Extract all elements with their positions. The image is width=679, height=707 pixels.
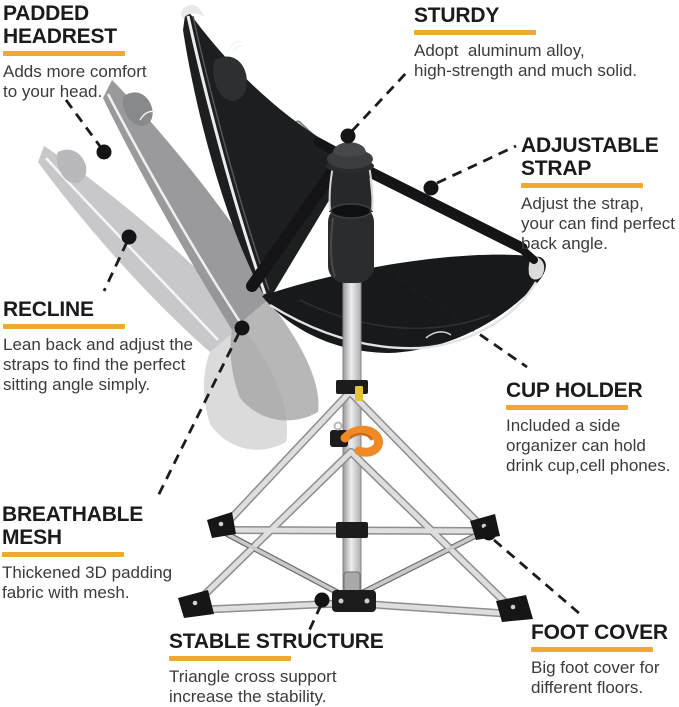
accent-underline	[3, 324, 125, 329]
hub-and-cup-holder	[326, 142, 374, 283]
callout-dots	[96, 128, 497, 608]
accent-underline	[521, 183, 643, 188]
callout-title: FOOT COVER	[531, 621, 668, 644]
callout-body: Thickened 3D padding fabric with mesh.	[2, 563, 173, 602]
chair-seat-main	[262, 254, 546, 353]
suspension-straps	[246, 137, 538, 292]
callout-line-adjustable-strap	[436, 144, 517, 185]
callout-body: Triangle cross support increase the stab…	[169, 667, 337, 706]
callout-body: Adds more comfort to your head.	[3, 62, 147, 101]
callout-title: CUP HOLDER	[506, 379, 643, 402]
callout-breathable-mesh: BREATHABLE MESH Thickened 3D padding fab…	[2, 503, 172, 603]
accent-underline	[531, 647, 653, 652]
seat-piping	[269, 281, 538, 350]
callout-cup-holder: CUP HOLDER Included a side organizer can…	[506, 379, 670, 476]
callout-title: STABLE STRUCTURE	[169, 630, 384, 653]
callout-foot-cover: FOOT COVER Big foot cover for different …	[531, 621, 668, 698]
accent-underline	[3, 51, 125, 56]
callout-dot-stable-structure	[314, 592, 330, 608]
headrest-cap	[181, 4, 205, 19]
callout-title: BREATHABLE MESH	[2, 503, 144, 549]
callout-stable-structure: STABLE STRUCTURE Triangle cross support …	[169, 630, 384, 707]
callout-dot-recline	[121, 229, 137, 245]
frame-brackets	[332, 380, 376, 612]
callout-line-recline	[102, 241, 129, 292]
accent-underline	[169, 656, 291, 661]
callout-title: PADDED HEADREST	[3, 2, 117, 48]
callout-dot-adjustable-strap	[423, 180, 439, 196]
callout-body: Adopt aluminum alloy, high-strength and …	[414, 41, 638, 80]
back-piping	[186, 15, 267, 295]
callout-adjustable-strap: ADJUSTABLE STRAP Adjust the strap, your …	[521, 134, 675, 254]
cup-holder-pouch	[328, 205, 374, 283]
callout-dot-sturdy	[340, 128, 356, 144]
callout-body: Included a side organizer can hold drink…	[506, 416, 671, 475]
callout-padded-headrest: PADDED HEADREST Adds more comfort to you…	[3, 2, 147, 102]
accent-underline	[2, 552, 124, 557]
pole-sticker	[355, 386, 363, 401]
chair-back-ghost-mid	[103, 80, 319, 421]
callout-line-breathable-mesh	[154, 332, 241, 501]
callout-body: Lean back and adjust the straps to find …	[3, 335, 193, 394]
callout-line-cup-holder	[381, 265, 528, 369]
callout-line-foot-cover	[493, 538, 581, 616]
callout-line-sturdy	[350, 70, 410, 132]
callout-recline: RECLINE Lean back and adjust the straps …	[3, 298, 193, 395]
orange-strap-clamp	[330, 421, 383, 457]
callout-dot-padded-headrest	[96, 144, 112, 160]
callout-title: STURDY	[414, 4, 500, 27]
callout-line-stable-structure	[307, 604, 323, 632]
brand-logo	[227, 40, 244, 53]
callout-sturdy: STURDY Adopt aluminum alloy, high-streng…	[414, 4, 637, 81]
callout-dot-breathable-mesh	[234, 320, 250, 336]
callout-line-padded-headrest	[64, 99, 104, 150]
callout-dot-foot-cover	[481, 525, 497, 541]
callout-title: RECLINE	[3, 298, 94, 321]
chair-back-main	[181, 4, 352, 302]
callout-body: Adjust the strap, your can find perfect …	[521, 194, 676, 253]
callout-lines	[64, 70, 581, 632]
accent-underline	[506, 405, 628, 410]
accent-underline	[414, 30, 536, 35]
headrest-pillow	[213, 56, 247, 101]
callout-body: Big foot cover for different floors.	[531, 658, 660, 697]
callout-title: ADJUSTABLE STRAP	[521, 134, 659, 180]
